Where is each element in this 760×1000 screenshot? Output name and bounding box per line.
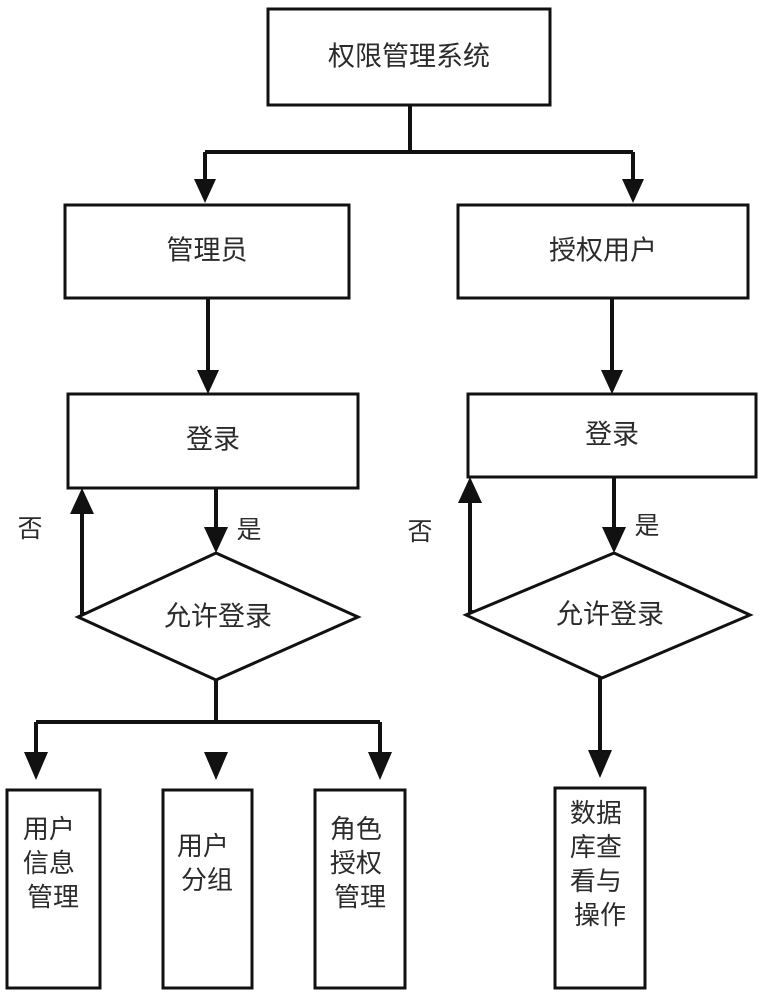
edge-authorized-user-to-login [601,298,623,394]
arrow-head-user-group [204,752,228,780]
node-user-login-label: 登录 [585,420,639,451]
edge-admin-decision-no-loop [70,488,98,616]
edge-label-user-no: 否 [407,517,432,546]
arrow-head-role-auth-mgmt [368,752,392,780]
edge-admin-decision-to-actions [24,676,392,780]
arrow-head-to-authorized-user [622,179,644,203]
edge-user-decision-no-loop [458,477,486,614]
node-user-group-label: 用户 分组 [177,832,237,896]
edge-root-to-split [194,105,644,203]
edge-label-admin-yes: 是 [236,515,261,544]
edge-user-login-to-decision [602,477,626,553]
node-admin-decision-label: 允许登录 [164,602,272,633]
node-admin[interactable]: 管理员 [63,203,351,300]
node-user-decision[interactable]: 允许登录 [462,551,754,680]
arrow-head-admin-decision [204,527,228,553]
edge-admin-login-to-decision [204,488,228,553]
node-role-auth-mgmt-label: 角色 授权 管理 [330,815,390,913]
node-admin-label: 管理员 [167,236,248,267]
edge-label-admin-no: 否 [17,514,42,543]
node-user-decision-label: 允许登录 [556,600,664,631]
node-user-info-mgmt-label: 用户 信息 管理 [23,815,83,913]
edge-label-user-yes: 是 [634,511,659,540]
arrow-head-admin-login [197,370,219,394]
node-admin-login[interactable]: 登录 [66,392,360,490]
node-authorized-user-label: 授权用户 [549,236,657,267]
arrow-head-user-no-loop [458,477,482,503]
node-authorized-user[interactable]: 授权用户 [456,203,750,300]
arrow-head-admin-no-loop [70,488,94,514]
arrow-head-to-admin [194,179,216,203]
edge-admin-to-login [197,298,219,394]
node-admin-login-label: 登录 [186,425,240,456]
arrow-head-user-login [601,370,623,394]
node-db-view-op[interactable]: 数据 库查 看与 操作 [553,786,647,990]
node-db-view-op-label: 数据 库查 看与 操作 [570,799,630,931]
arrow-head-db-view-op [588,750,612,778]
node-user-group[interactable]: 用户 分组 [161,788,254,990]
node-user-login[interactable]: 登录 [466,392,758,479]
arrow-head-user-info-mgmt [24,752,48,780]
node-role-auth-mgmt[interactable]: 角色 授权 管理 [313,788,407,990]
node-admin-decision[interactable]: 允许登录 [74,551,362,682]
edge-user-decision-to-db [588,673,612,778]
node-user-info-mgmt[interactable]: 用户 信息 管理 [5,788,102,990]
node-root[interactable]: 权限管理系统 [266,7,552,107]
node-root-label: 权限管理系统 [328,42,490,73]
arrow-head-user-decision [602,527,626,553]
